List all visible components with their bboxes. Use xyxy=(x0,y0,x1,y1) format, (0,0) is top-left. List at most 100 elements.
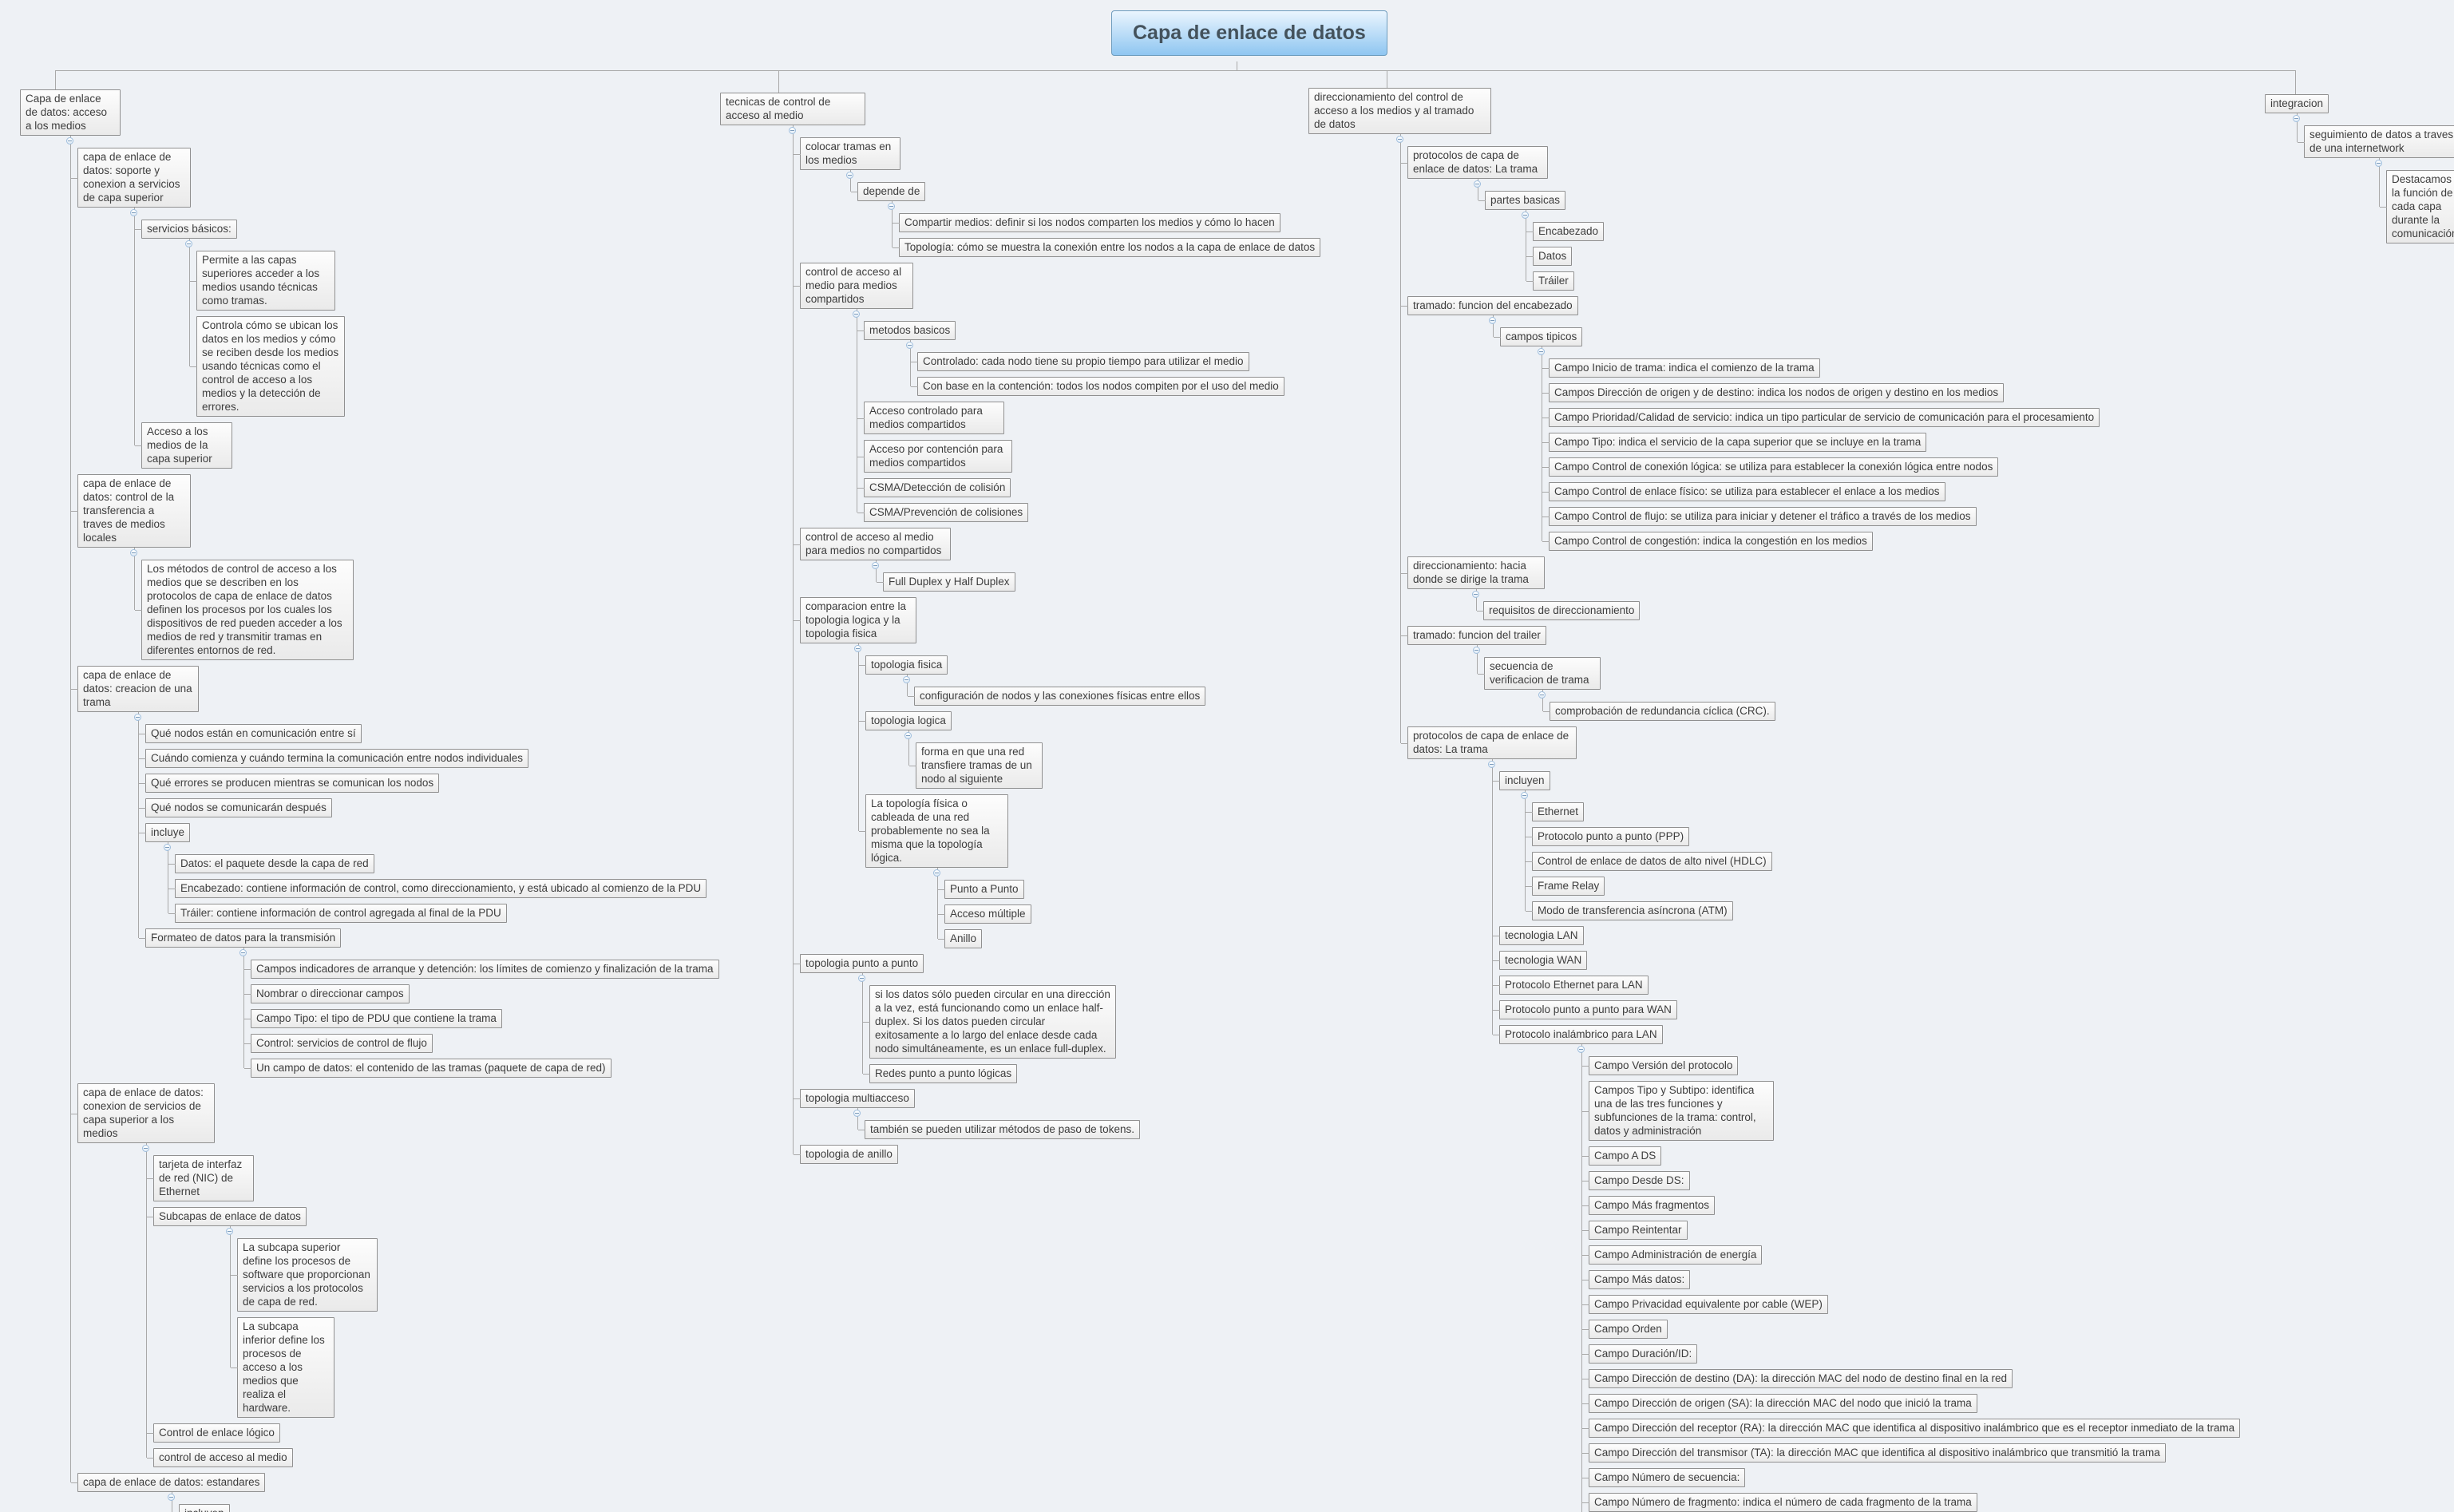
mindmap-node[interactable]: Protocolo Ethernet para LAN xyxy=(1493,976,1649,995)
mindmap-node[interactable]: si los datos sólo pueden circular en una… xyxy=(863,985,1116,1059)
collapse-minus-icon[interactable] xyxy=(858,975,865,982)
mindmap-node[interactable]: secuencia de verificacion de trama xyxy=(1478,657,1601,690)
mindmap-node[interactable]: Campo Tipo: indica el servicio de la cap… xyxy=(1542,433,1927,452)
collapse-minus-icon[interactable] xyxy=(2293,115,2300,122)
mindmap-node[interactable]: también se pueden utilizar métodos de pa… xyxy=(858,1120,1140,1139)
collapse-minus-icon[interactable] xyxy=(904,732,912,739)
mindmap-node[interactable]: capa de enlace de datos: conexion de ser… xyxy=(71,1083,215,1143)
collapse-minus-icon[interactable] xyxy=(1488,761,1495,768)
mindmap-node[interactable]: CSMA/Detección de colisión xyxy=(857,478,1011,497)
mindmap-node[interactable]: Campo Control de congestión: indica la c… xyxy=(1542,532,1873,551)
mindmap-node[interactable]: Control: servicios de control de flujo xyxy=(244,1034,433,1053)
mindmap-node[interactable]: Campo Más fragmentos xyxy=(1581,1196,1716,1215)
collapse-minus-icon[interactable] xyxy=(888,203,895,210)
mindmap-node[interactable]: Capa de enlace de datos: acceso a los me… xyxy=(20,89,121,136)
collapse-minus-icon[interactable] xyxy=(1577,1046,1585,1053)
mindmap-node[interactable]: tecnicas de control de acceso al medio xyxy=(720,93,865,125)
mindmap-node[interactable]: incluyen xyxy=(1493,771,1550,790)
mindmap-node[interactable]: Qué errores se producen mientras se comu… xyxy=(138,774,440,793)
mindmap-node[interactable]: Datos: el paquete desde la capa de red xyxy=(168,854,374,873)
mindmap-node[interactable]: capa de enlace de datos: soporte y conex… xyxy=(71,148,191,208)
mindmap-node[interactable]: Campo Dirección de destino (DA): la dire… xyxy=(1581,1369,2013,1388)
mindmap-node[interactable]: Formateo de datos para la transmisión xyxy=(138,928,342,948)
collapse-minus-icon[interactable] xyxy=(1538,691,1546,699)
mindmap-node[interactable]: Campo Control de conexión lógica: se uti… xyxy=(1542,457,1999,477)
mindmap-node[interactable]: Campo Reintentar xyxy=(1582,1221,1688,1240)
collapse-minus-icon[interactable] xyxy=(168,1494,175,1501)
mindmap-node[interactable]: tecnologia WAN xyxy=(1492,951,1588,970)
mindmap-node[interactable]: Tráiler: contiene información de control… xyxy=(168,904,507,923)
mindmap-node[interactable]: forma en que una red transfiere tramas d… xyxy=(909,742,1043,789)
mindmap-node[interactable]: capa de enlace de datos: control de la t… xyxy=(71,474,191,548)
mindmap-node[interactable]: Campos indicadores de arranque y detenci… xyxy=(244,960,719,979)
mindmap-node[interactable]: Controlado: cada nodo tiene su propio ti… xyxy=(911,352,1249,371)
mindmap-node[interactable]: Control de enlace de datos de alto nivel… xyxy=(1526,852,1772,871)
mindmap-node[interactable]: tarjeta de interfaz de red (NIC) de Ethe… xyxy=(147,1155,254,1201)
mindmap-node[interactable]: Acceso controlado para medios compartido… xyxy=(857,402,1004,434)
collapse-minus-icon[interactable] xyxy=(130,549,137,556)
collapse-minus-icon[interactable] xyxy=(130,209,137,216)
mindmap-node[interactable]: Campos Dirección de origen y de destino:… xyxy=(1542,383,2005,402)
mindmap-node[interactable]: Campo Prioridad/Calidad de servicio: ind… xyxy=(1542,408,2100,427)
mindmap-node[interactable]: control de acceso al medio para medios c… xyxy=(794,263,913,309)
mindmap-node[interactable]: Campo Duración/ID: xyxy=(1581,1344,1698,1364)
mindmap-node[interactable]: Acceso por contención para medios compar… xyxy=(857,440,1012,473)
mindmap-node[interactable]: Un campo de datos: el contenido de las t… xyxy=(244,1059,612,1078)
mindmap-node[interactable]: capa de enlace de datos: estandares xyxy=(70,1473,266,1492)
mindmap-node[interactable]: Redes punto a punto lógicas xyxy=(862,1064,1018,1083)
collapse-minus-icon[interactable] xyxy=(853,1110,861,1117)
mindmap-node[interactable]: Campo Administración de energía xyxy=(1581,1245,1763,1265)
mindmap-node[interactable]: topologia de anillo xyxy=(794,1145,898,1164)
mindmap-node[interactable]: Campo Control de enlace físico: se utili… xyxy=(1542,482,1945,501)
mindmap-node[interactable]: Anillo xyxy=(937,929,983,948)
mindmap-node[interactable]: Frame Relay xyxy=(1525,877,1605,896)
collapse-minus-icon[interactable] xyxy=(933,869,940,877)
mindmap-node[interactable]: Protocolo inalámbrico para LAN xyxy=(1493,1025,1663,1044)
collapse-minus-icon[interactable] xyxy=(164,844,171,851)
mindmap-node[interactable]: La subcapa inferior define los procesos … xyxy=(231,1317,334,1418)
mindmap-node[interactable]: configuración de nodos y las conexiones … xyxy=(907,687,1206,706)
mindmap-node[interactable]: Controla cómo se ubican los datos en los… xyxy=(190,316,345,417)
collapse-minus-icon[interactable] xyxy=(2375,160,2382,167)
collapse-minus-icon[interactable] xyxy=(134,714,141,721)
mindmap-node[interactable]: requisitos de direccionamiento xyxy=(1476,601,1641,620)
mindmap-node[interactable]: Protocolo punto a punto para WAN xyxy=(1493,1000,1677,1019)
mindmap-node[interactable]: La subcapa superior define los procesos … xyxy=(231,1238,378,1312)
mindmap-node[interactable]: Datos xyxy=(1526,247,1573,266)
mindmap-node[interactable]: colocar tramas en los medios xyxy=(794,137,900,170)
mindmap-node[interactable]: protocolos de capa de enlace de datos: L… xyxy=(1401,726,1577,759)
mindmap-node[interactable]: Campo Número de fragmento: indica el núm… xyxy=(1582,1493,1977,1512)
mindmap-node[interactable]: partes basicas xyxy=(1478,191,1566,210)
mindmap-node[interactable]: integracion xyxy=(2265,94,2329,113)
mindmap-node[interactable]: incluye xyxy=(138,823,191,842)
mindmap-node[interactable]: comprobación de redundancia cíclica (CRC… xyxy=(1543,702,1775,721)
collapse-minus-icon[interactable] xyxy=(1521,792,1528,799)
mindmap-node[interactable]: Cuándo comienza y cuándo termina la comu… xyxy=(138,749,529,768)
mindmap-node[interactable]: incluyen xyxy=(179,1504,230,1512)
collapse-minus-icon[interactable] xyxy=(1522,212,1529,219)
mindmap-node[interactable]: metodos basicos xyxy=(857,321,956,340)
mindmap-node[interactable]: Campo Inicio de trama: indica el comienz… xyxy=(1542,358,1820,378)
mindmap-node[interactable]: Modo de transferencia asíncrona (ATM) xyxy=(1526,901,1733,920)
mindmap-node[interactable]: Encabezado xyxy=(1526,222,1605,241)
mindmap-node[interactable]: Subcapas de enlace de datos xyxy=(147,1207,307,1226)
collapse-minus-icon[interactable] xyxy=(185,240,192,247)
mindmap-node[interactable]: La topología física o cableada de una re… xyxy=(859,794,1008,868)
mindmap-node[interactable]: Ethernet xyxy=(1525,802,1585,821)
mindmap-node[interactable]: Campo Dirección del receptor (RA): la di… xyxy=(1581,1419,2241,1438)
mindmap-node[interactable]: capa de enlace de datos: creacion de una… xyxy=(71,666,199,712)
mindmap-node[interactable]: Campos Tipo y Subtipo: identifica una de… xyxy=(1582,1081,1774,1141)
mindmap-node[interactable]: Los métodos de control de acceso a los m… xyxy=(135,560,354,660)
collapse-minus-icon[interactable] xyxy=(142,1145,149,1152)
mindmap-node[interactable]: seguimiento de datos a traves de una int… xyxy=(2298,125,2454,158)
mindmap-node[interactable]: tecnologia LAN xyxy=(1493,926,1584,945)
collapse-minus-icon[interactable] xyxy=(1538,348,1545,355)
mindmap-node[interactable]: Permite a las capas superiores acceder a… xyxy=(190,251,335,311)
mindmap-node[interactable]: Campo Tipo: el tipo de PDU que contiene … xyxy=(244,1009,502,1028)
mindmap-node[interactable]: Compartir medios: definir si los nodos c… xyxy=(893,213,1280,232)
mindmap-node[interactable]: Campo Desde DS: xyxy=(1582,1171,1690,1190)
mindmap-node[interactable]: Qué nodos se comunicarán después xyxy=(139,798,332,817)
mindmap-node[interactable]: Campo Número de secuencia: xyxy=(1581,1468,1746,1487)
mindmap-node[interactable]: CSMA/Prevención de colisiones xyxy=(857,503,1029,522)
mindmap-node[interactable]: Full Duplex y Half Duplex xyxy=(877,572,1015,592)
